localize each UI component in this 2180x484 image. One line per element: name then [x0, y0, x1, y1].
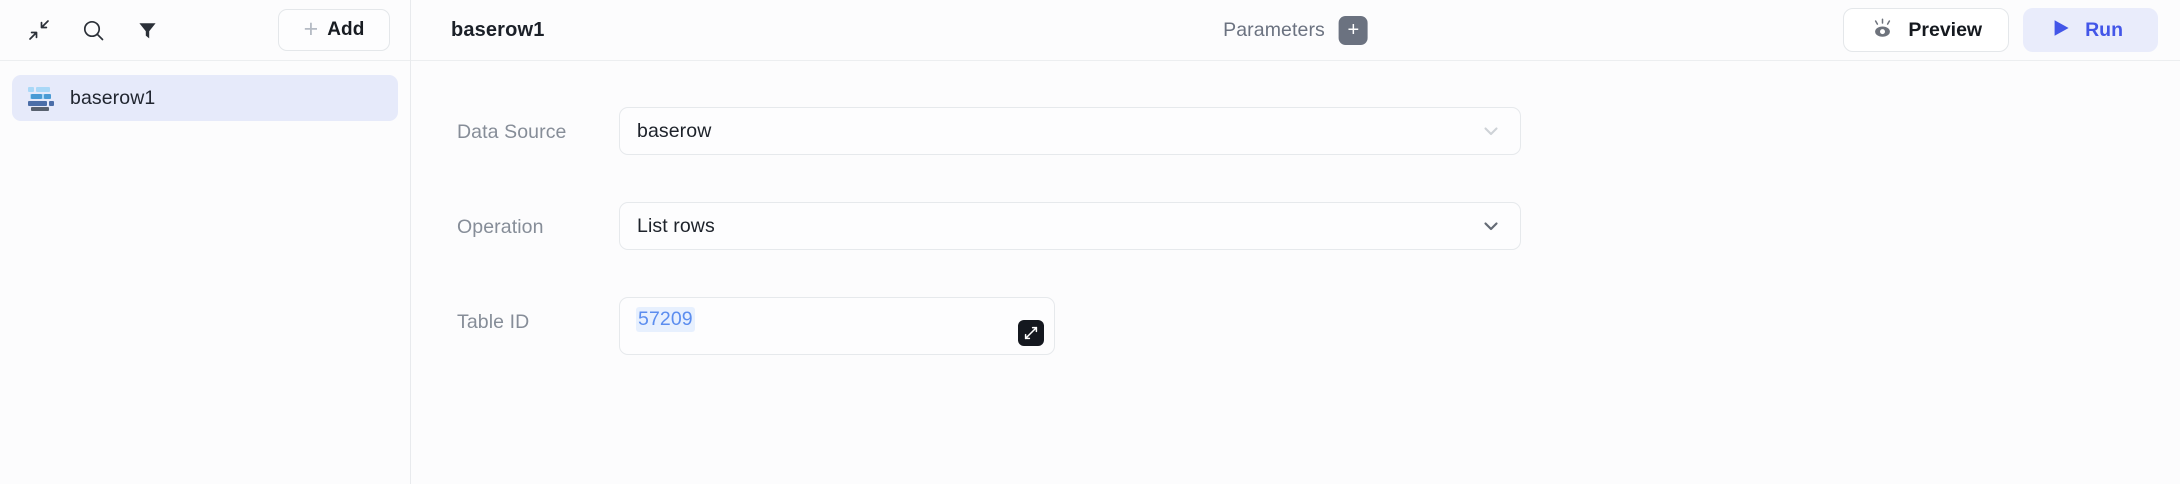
parameters-group: Parameters +: [1223, 15, 1368, 45]
chevron-down-icon: [1480, 215, 1502, 237]
chevron-down-icon: [1480, 120, 1502, 142]
preview-button[interactable]: Preview: [1843, 8, 2010, 52]
add-parameter-button[interactable]: +: [1338, 15, 1368, 45]
main-panel: baserow1 Parameters +: [411, 0, 2180, 484]
operation-label: Operation: [457, 216, 544, 238]
panel-header: baserow1 Parameters +: [411, 0, 2180, 61]
sidebar-tree: baserow1: [0, 61, 410, 121]
sidebar-item-label: baserow1: [70, 86, 156, 109]
form-row-table-id: Table ID 57209: [411, 297, 2180, 355]
add-button-label: Add: [327, 19, 365, 40]
preview-button-label: Preview: [1908, 18, 1983, 41]
parameters-label: Parameters: [1223, 18, 1325, 41]
table-id-value: 57209: [636, 307, 695, 332]
operation-value: List rows: [637, 214, 715, 237]
collapse-arrows-icon[interactable]: [24, 15, 54, 45]
plus-icon: +: [303, 14, 319, 43]
sidebar-toolbar: + Add: [0, 0, 410, 61]
data-source-value: baserow: [637, 119, 712, 142]
search-icon[interactable]: [78, 15, 108, 45]
data-source-select[interactable]: baserow: [619, 107, 1521, 155]
operation-select[interactable]: List rows: [619, 202, 1521, 250]
sidebar-item-baserow1[interactable]: baserow1: [12, 75, 398, 121]
data-source-label: Data Source: [457, 121, 567, 143]
expand-diagonal-icon[interactable]: [1018, 320, 1044, 346]
run-button[interactable]: Run: [2023, 8, 2158, 52]
play-triangle-icon: [2050, 17, 2072, 44]
form-row-operation: Operation List rows: [411, 202, 2180, 250]
header-actions: Preview Run: [1843, 8, 2158, 52]
page-title: baserow1: [451, 18, 545, 41]
sidebar: + Add baserow1: [0, 0, 411, 484]
baserow-logo-icon: [28, 86, 54, 111]
run-button-label: Run: [2085, 18, 2123, 41]
table-id-input[interactable]: 57209: [619, 297, 1055, 355]
parameters-form: Data Source baserow Operation List rows: [411, 61, 2180, 484]
add-button[interactable]: + Add: [278, 9, 390, 51]
form-row-data-source: Data Source baserow: [411, 107, 2180, 155]
table-id-label: Table ID: [457, 311, 530, 333]
filter-funnel-icon[interactable]: [132, 15, 162, 45]
eye-icon: [1870, 17, 1895, 44]
